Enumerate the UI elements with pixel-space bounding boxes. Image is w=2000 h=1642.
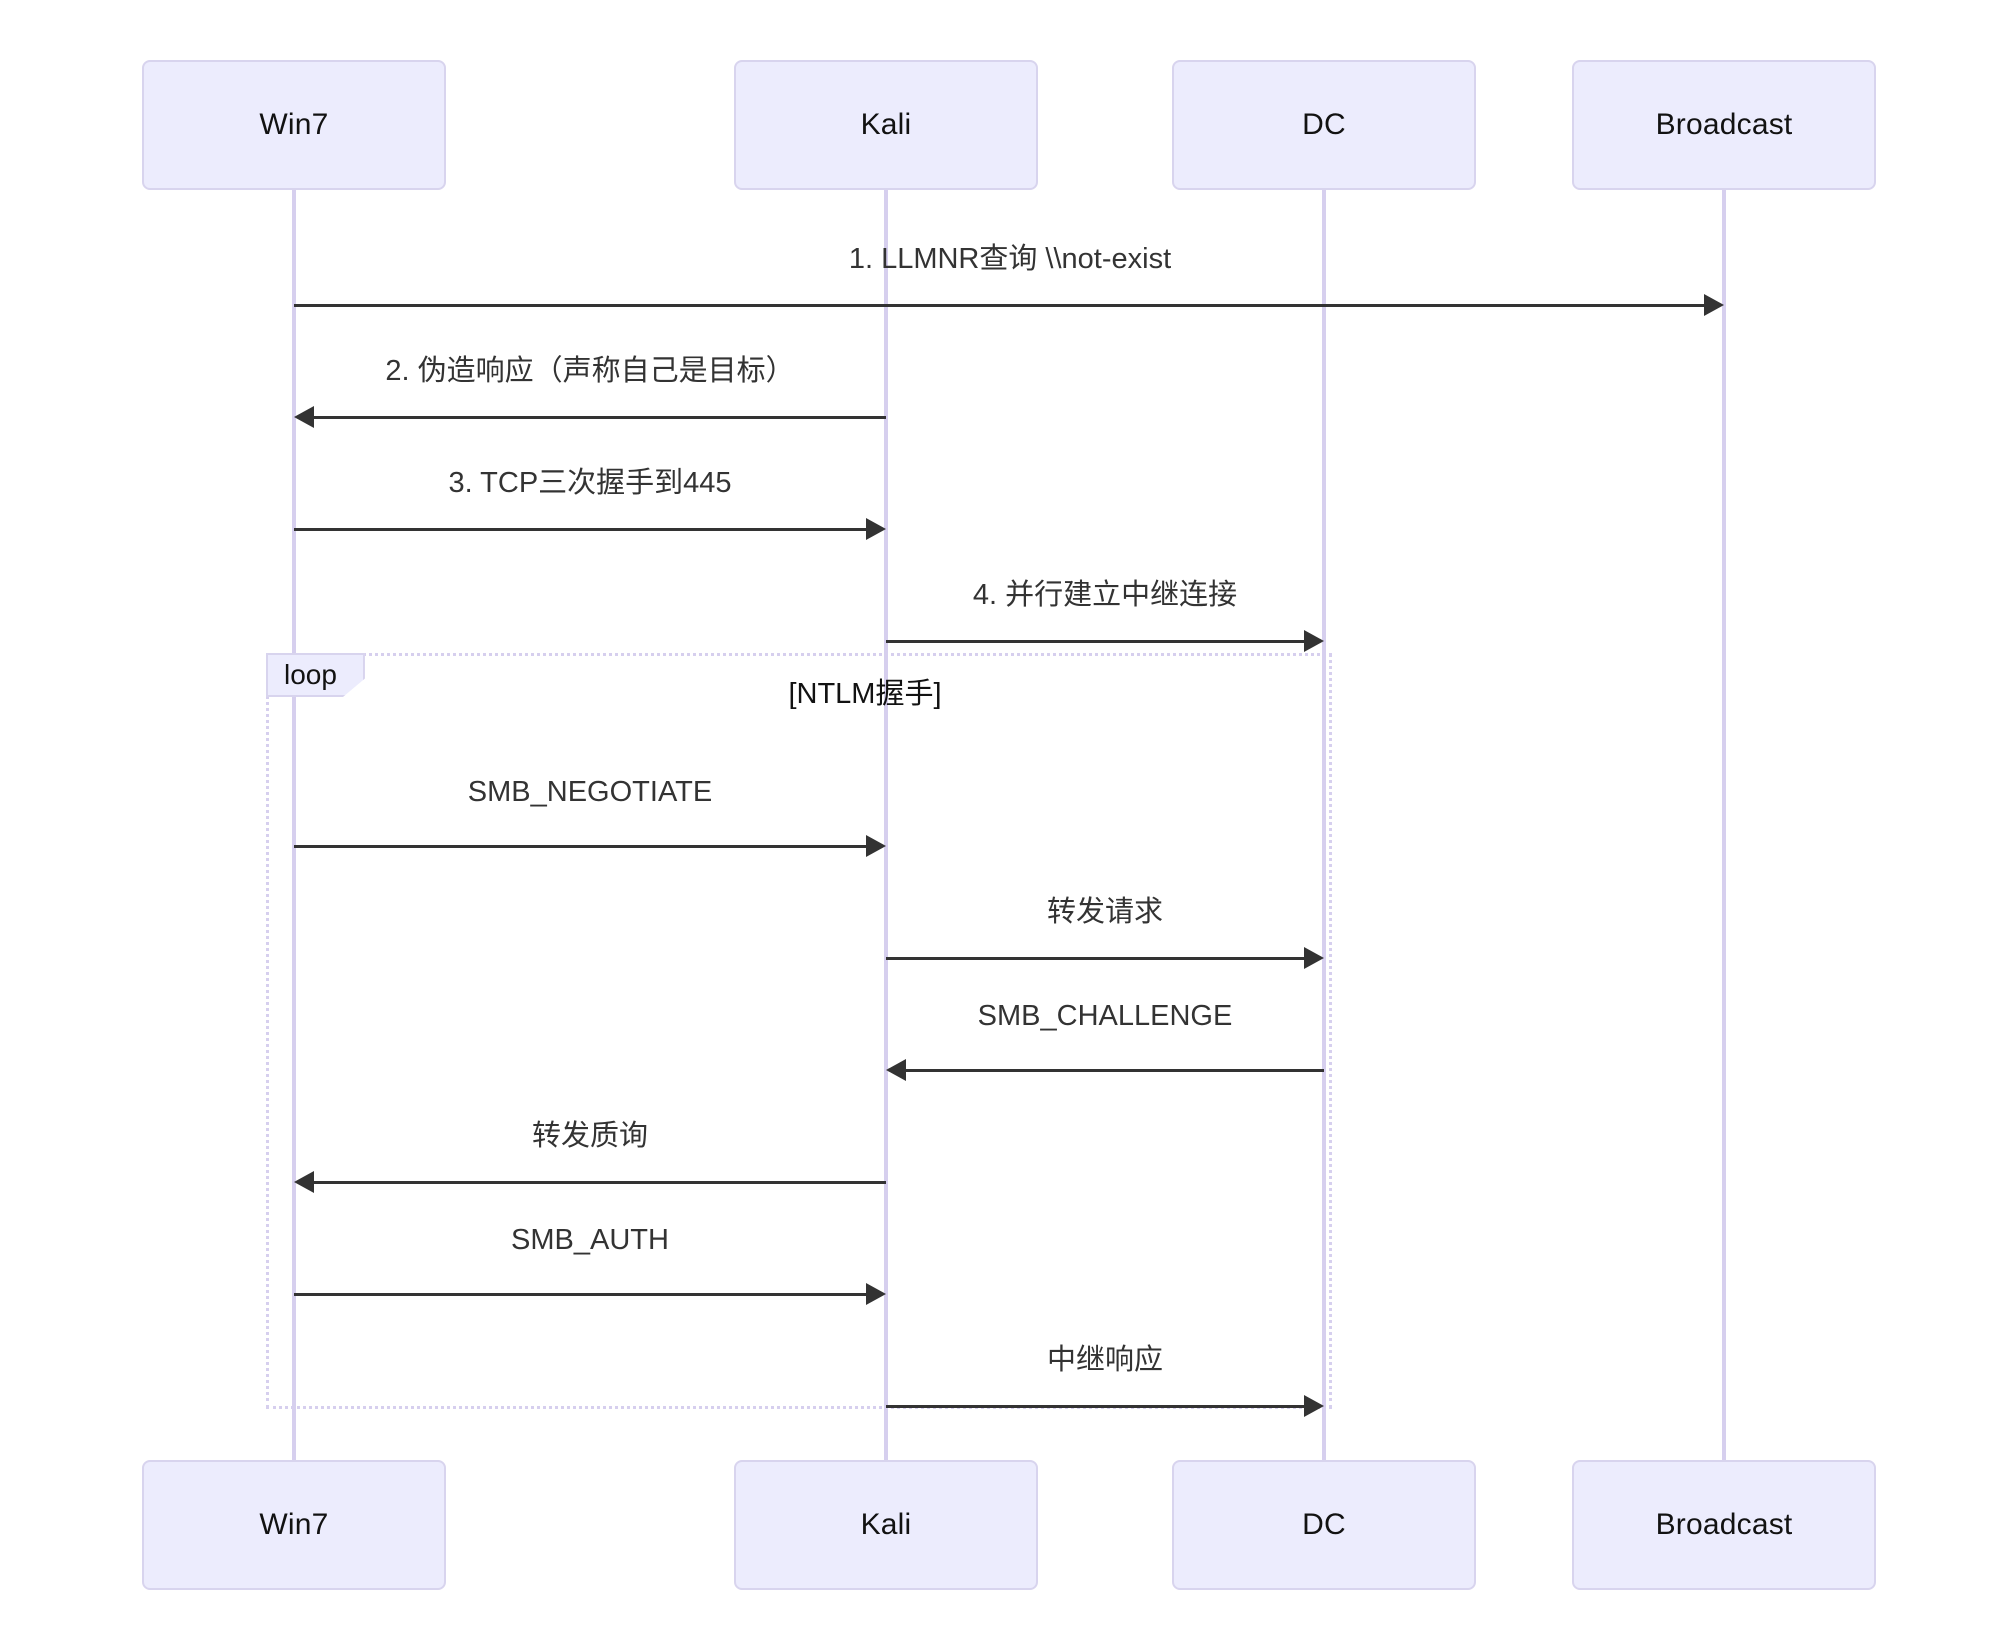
lifeline-dc bbox=[1322, 190, 1326, 1460]
message-line-1 bbox=[294, 304, 1704, 307]
participant-box-win7-top[interactable]: Win7 bbox=[142, 60, 446, 190]
lifeline-win7 bbox=[292, 190, 296, 1460]
message-line-2 bbox=[314, 416, 886, 419]
message-label-8: 转发质询 bbox=[531, 1120, 649, 1152]
message-label-10: 中继响应 bbox=[1046, 1344, 1164, 1376]
message-arrowhead-7 bbox=[886, 1059, 906, 1081]
message-arrowhead-9 bbox=[866, 1283, 886, 1305]
message-line-4 bbox=[886, 640, 1304, 643]
message-arrowhead-3 bbox=[866, 518, 886, 540]
participant-label-win7-top: Win7 bbox=[259, 108, 329, 141]
participant-label-broadcast-top: Broadcast bbox=[1655, 108, 1793, 141]
participant-box-dc-bottom[interactable]: DC bbox=[1172, 1460, 1476, 1590]
loop-fragment-condition: [NTLM握手] bbox=[788, 678, 942, 710]
message-line-8 bbox=[314, 1181, 886, 1184]
loop-fragment-tag-label: loop bbox=[284, 659, 337, 690]
message-label-2: 2. 伪造响应（声称自己是目标） bbox=[385, 355, 795, 387]
participant-label-kali-bottom: Kali bbox=[860, 1508, 912, 1541]
message-line-3 bbox=[294, 528, 866, 531]
participant-label-dc-top: DC bbox=[1302, 108, 1346, 141]
message-label-5: SMB_NEGOTIATE bbox=[467, 776, 713, 808]
participant-box-broadcast-bottom[interactable]: Broadcast bbox=[1572, 1460, 1876, 1590]
participant-box-dc-top[interactable]: DC bbox=[1172, 60, 1476, 190]
lifeline-kali bbox=[884, 190, 888, 1460]
participant-label-win7-bottom: Win7 bbox=[259, 1508, 329, 1541]
message-line-10 bbox=[886, 1405, 1304, 1408]
message-label-7: SMB_CHALLENGE bbox=[977, 1000, 1233, 1032]
message-arrowhead-2 bbox=[294, 406, 314, 428]
participant-box-kali-bottom[interactable]: Kali bbox=[734, 1460, 1038, 1590]
message-arrowhead-4 bbox=[1304, 630, 1324, 652]
message-line-6 bbox=[886, 957, 1304, 960]
participant-box-win7-bottom[interactable]: Win7 bbox=[142, 1460, 446, 1590]
message-arrowhead-6 bbox=[1304, 947, 1324, 969]
message-arrowhead-5 bbox=[866, 835, 886, 857]
participant-box-kali-top[interactable]: Kali bbox=[734, 60, 1038, 190]
loop-fragment-tag: loop bbox=[266, 653, 365, 697]
message-label-1: 1. LLMNR查询 \\not-exist bbox=[848, 243, 1172, 275]
participant-box-broadcast-top[interactable]: Broadcast bbox=[1572, 60, 1876, 190]
message-label-4: 4. 并行建立中继连接 bbox=[972, 579, 1238, 611]
message-line-7 bbox=[906, 1069, 1324, 1072]
lifeline-broadcast bbox=[1722, 190, 1726, 1460]
message-arrowhead-8 bbox=[294, 1171, 314, 1193]
participant-label-broadcast-bottom: Broadcast bbox=[1655, 1508, 1793, 1541]
message-label-6: 转发请求 bbox=[1046, 896, 1164, 928]
loop-fragment-box bbox=[266, 653, 1332, 1409]
message-line-9 bbox=[294, 1293, 866, 1296]
message-arrowhead-1 bbox=[1704, 294, 1724, 316]
participant-label-kali-top: Kali bbox=[860, 108, 912, 141]
message-label-3: 3. TCP三次握手到445 bbox=[448, 467, 732, 499]
message-label-9: SMB_AUTH bbox=[511, 1224, 669, 1256]
participant-label-dc-bottom: DC bbox=[1302, 1508, 1346, 1541]
message-arrowhead-10 bbox=[1304, 1395, 1324, 1417]
message-line-5 bbox=[294, 845, 866, 848]
